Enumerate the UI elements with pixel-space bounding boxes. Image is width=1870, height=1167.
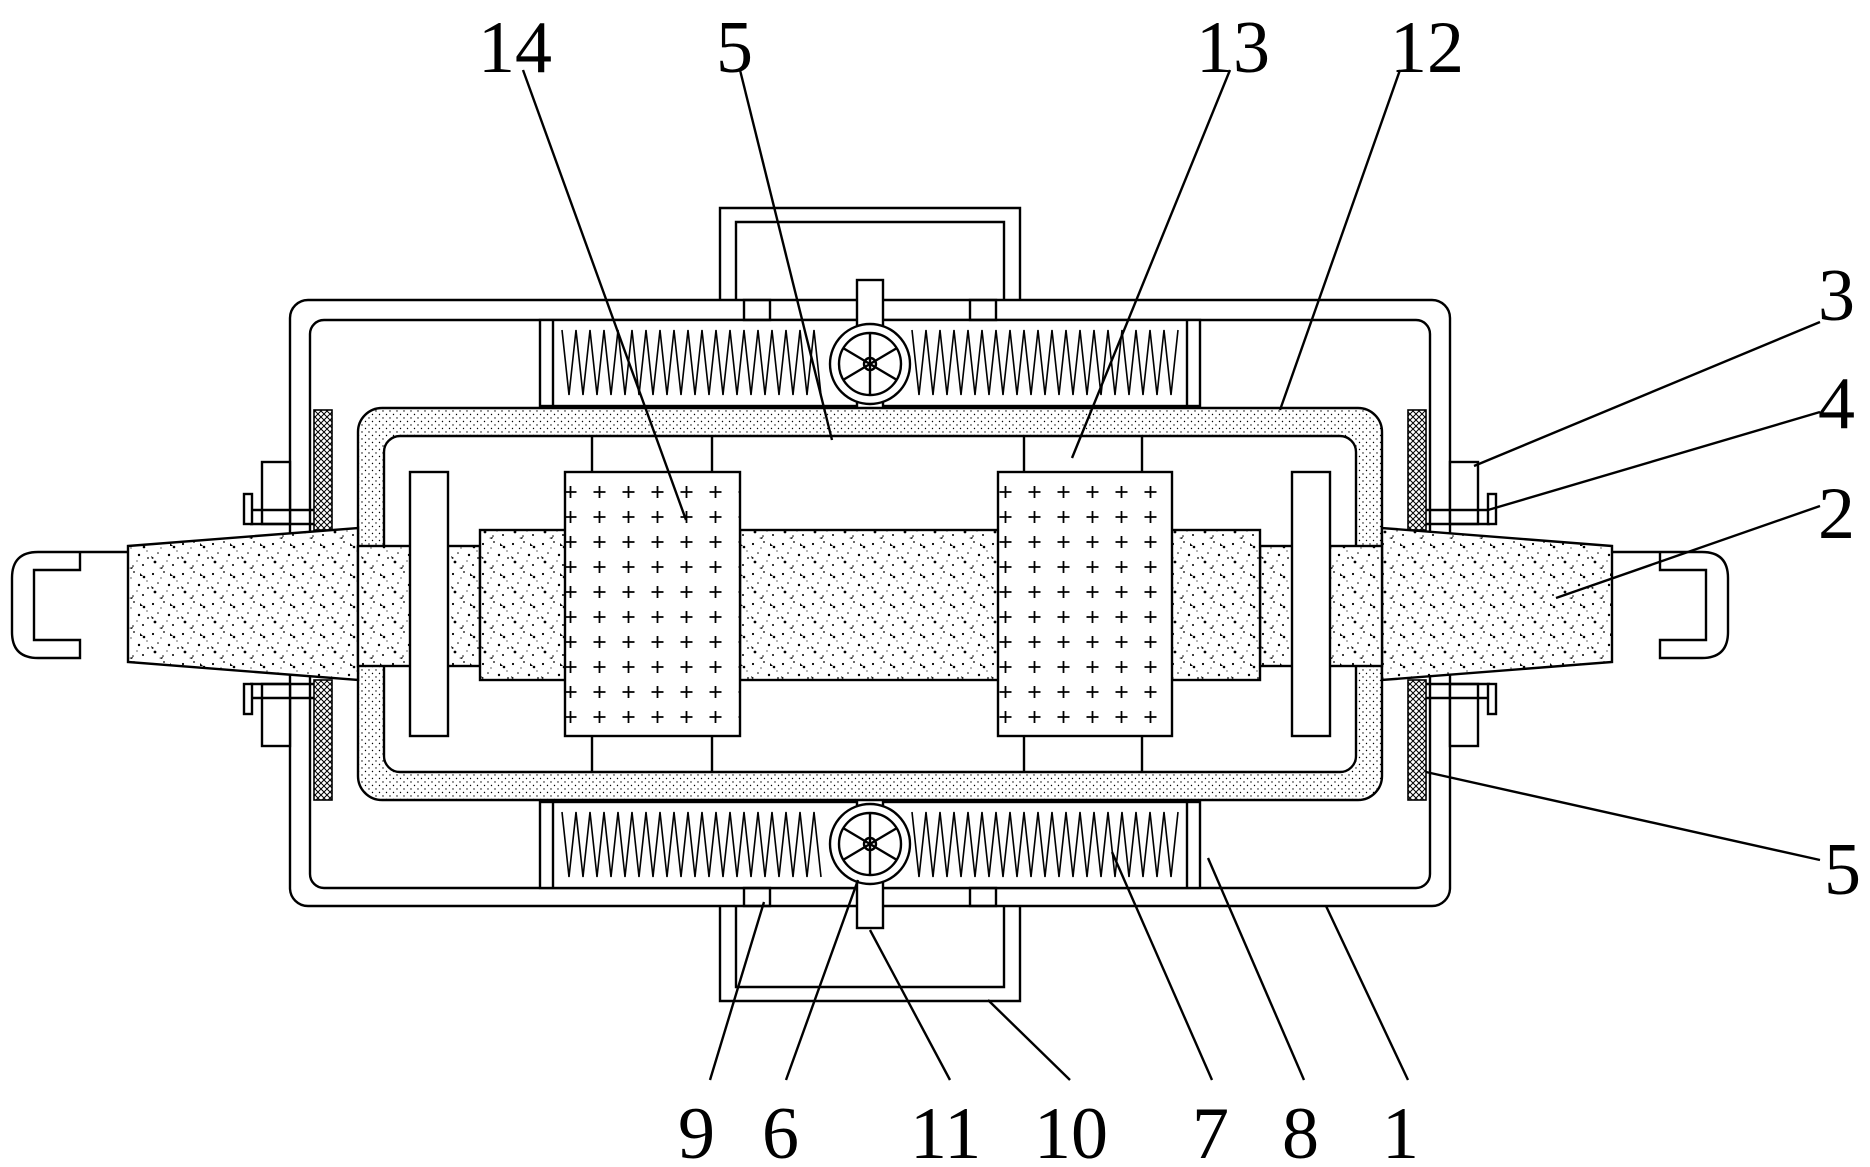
left-lower-pad	[314, 680, 332, 800]
label-5-right: 5	[1824, 829, 1861, 911]
label-6: 6	[762, 1093, 799, 1167]
shaft-right-collar	[1170, 530, 1260, 680]
label-14: 14	[478, 7, 552, 89]
label-3: 3	[1818, 255, 1855, 337]
top-wheel	[830, 324, 910, 404]
label-9: 9	[678, 1093, 715, 1167]
label-7: 7	[1192, 1093, 1229, 1167]
label-11: 11	[910, 1093, 981, 1167]
right-lower-pad	[1408, 680, 1426, 800]
left-upper-pad	[314, 410, 332, 530]
label-5-top: 5	[716, 7, 753, 89]
left-block	[565, 472, 740, 736]
label-10: 10	[1034, 1093, 1108, 1167]
label-1: 1	[1382, 1093, 1419, 1167]
right-disc-plate	[1292, 472, 1330, 736]
left-shaft-taper	[128, 528, 358, 680]
right-shaft-taper	[1382, 528, 1612, 680]
right-handle	[1612, 552, 1728, 658]
bottom-wheel	[830, 804, 910, 884]
label-2: 2	[1818, 473, 1855, 555]
left-disc-plate	[410, 472, 448, 736]
right-upper-pad	[1408, 410, 1426, 530]
shaft-left-collar	[480, 530, 570, 680]
right-block	[998, 472, 1172, 736]
label-8: 8	[1282, 1093, 1319, 1167]
shaft-middle	[740, 530, 1000, 680]
left-handle	[12, 552, 128, 658]
label-12: 12	[1390, 7, 1464, 89]
label-13: 13	[1196, 7, 1270, 89]
label-4: 4	[1818, 363, 1855, 445]
